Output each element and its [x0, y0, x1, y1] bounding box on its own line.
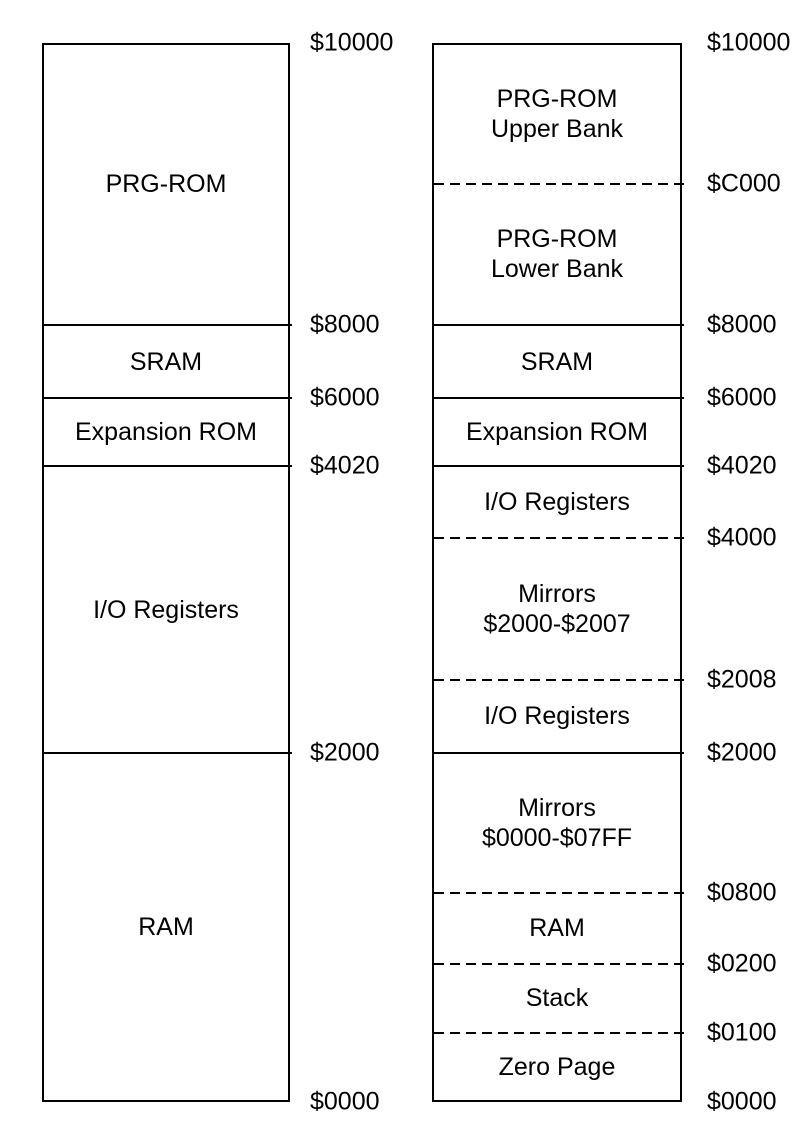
right-segment-label-prg-rom-upper-bank: PRG-ROM Upper Bank [490, 85, 624, 143]
right-dashed-line-4000 [434, 537, 684, 539]
left-boundary-line-4020 [44, 465, 292, 467]
left-segment-label-expansion-rom: Expansion ROM [74, 418, 258, 446]
right-segment-label-prg-rom-lower-bank: PRG-ROM Lower Bank [490, 225, 624, 283]
right-dashed-line-0100 [434, 1032, 684, 1034]
right-segment-label-mirrors-2000-2007: Mirrors $2000-$2007 [483, 580, 631, 638]
left-address-2000: $2000 [310, 738, 380, 767]
left-segment-label-io-registers: I/O Registers [93, 596, 239, 624]
left-boundary-line-8000 [44, 324, 292, 326]
right-dashed-line-C000 [434, 183, 684, 185]
right-dashed-line-0200 [434, 963, 684, 965]
right-address-2008: $2008 [707, 665, 777, 694]
right-segment-label-zero-page: Zero Page [498, 1053, 616, 1081]
left-segment-label-ram: RAM [138, 913, 194, 941]
right-boundary-line-2000 [434, 752, 684, 754]
right-address-10000: $10000 [707, 28, 791, 57]
right-segment-label-sram: SRAM [520, 348, 594, 376]
right-address-6000: $6000 [707, 383, 777, 412]
right-address-C000: $C000 [707, 169, 781, 198]
left-boundary-line-6000 [44, 397, 292, 399]
right-segment-label-stack: Stack [525, 984, 589, 1012]
right-boundary-line-8000 [434, 324, 684, 326]
right-address-0800: $0800 [707, 878, 777, 907]
left-address-6000: $6000 [310, 383, 380, 412]
right-address-0100: $0100 [707, 1018, 777, 1047]
right-segment-label-expansion-rom: Expansion ROM [465, 418, 649, 446]
right-segment-label-io-registers-upper: I/O Registers [484, 488, 630, 516]
right-address-0000: $0000 [707, 1087, 777, 1116]
left-address-4020: $4020 [310, 451, 380, 480]
right-address-4020: $4020 [707, 451, 777, 480]
left-address-8000: $8000 [310, 310, 380, 339]
right-address-2000: $2000 [707, 738, 777, 767]
right-address-4000: $4000 [707, 523, 777, 552]
left-address-0000: $0000 [310, 1087, 380, 1116]
right-memory-box [432, 43, 682, 1102]
left-address-10000: $10000 [310, 28, 394, 57]
right-address-0200: $0200 [707, 949, 777, 978]
left-segment-label-prg-rom: PRG-ROM [105, 170, 227, 198]
right-segment-label-ram: RAM [529, 914, 585, 942]
left-segment-label-sram: SRAM [129, 348, 203, 376]
right-address-8000: $8000 [707, 310, 777, 339]
right-boundary-line-6000 [434, 397, 684, 399]
left-boundary-line-2000 [44, 752, 292, 754]
right-segment-label-io-registers-lower: I/O Registers [484, 702, 630, 730]
right-boundary-line-4020 [434, 465, 684, 467]
right-dashed-line-2008 [434, 679, 684, 681]
left-memory-box [42, 43, 290, 1102]
right-dashed-line-0800 [434, 892, 684, 894]
right-segment-label-mirrors-0000-07ff: Mirrors $0000-$07FF [481, 794, 633, 852]
